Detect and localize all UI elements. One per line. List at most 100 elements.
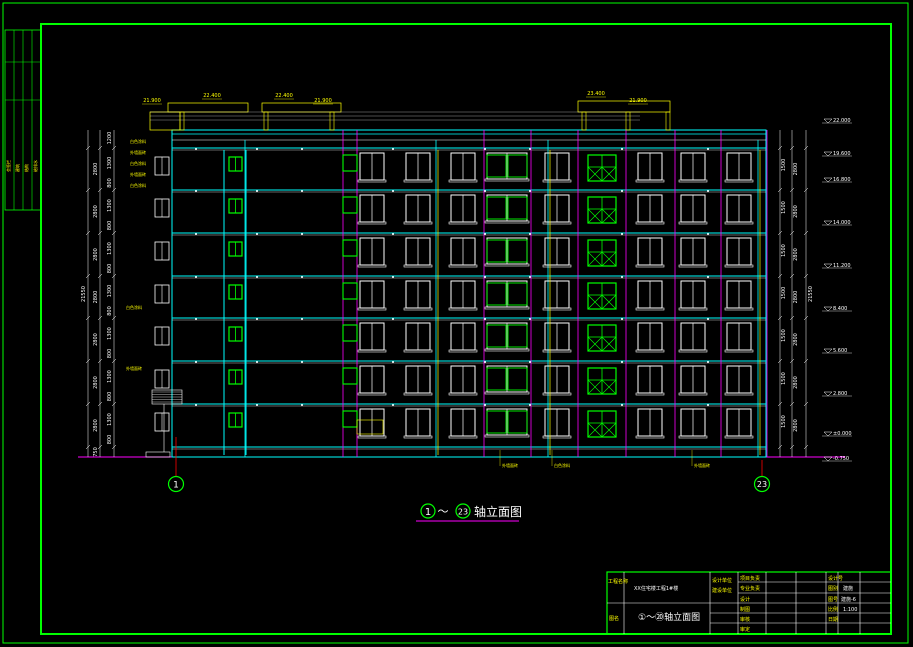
window-f5-6 bbox=[724, 365, 754, 396]
double-window-green-r bbox=[507, 239, 528, 263]
window-sill bbox=[357, 435, 387, 439]
anchor-dot bbox=[195, 404, 197, 406]
window-sill bbox=[357, 307, 387, 311]
double-window-green-r bbox=[507, 154, 528, 178]
balcony-x4 bbox=[601, 251, 617, 267]
window-f2-3 bbox=[542, 237, 572, 268]
window-sill bbox=[448, 392, 478, 396]
dim-tick bbox=[97, 145, 103, 151]
window-f1-2 bbox=[448, 194, 478, 225]
window-f0-0 bbox=[357, 152, 387, 183]
dim-right-window: 1500 bbox=[781, 244, 787, 257]
anchor-dot bbox=[195, 318, 197, 320]
dim-floor-height: 2800 bbox=[93, 419, 99, 432]
elev-triangle bbox=[823, 118, 833, 124]
anchor-dot bbox=[301, 318, 303, 320]
dim-tick bbox=[803, 315, 809, 321]
anchor-dot bbox=[707, 148, 709, 150]
dim-tick bbox=[111, 230, 117, 236]
window-sill bbox=[635, 179, 665, 183]
anchor-dot bbox=[195, 190, 197, 192]
dim-tick bbox=[789, 315, 795, 321]
window-sill bbox=[448, 349, 478, 353]
anchor-dot bbox=[256, 361, 258, 363]
facade-outline bbox=[171, 129, 767, 458]
anchor-dot bbox=[301, 361, 303, 363]
balcony-x2 bbox=[587, 166, 603, 182]
window-f0-1 bbox=[403, 152, 433, 183]
anchor-dot bbox=[301, 276, 303, 278]
dim-tick bbox=[777, 315, 783, 321]
tb-phase-label: 图别 bbox=[828, 585, 838, 592]
window-sill bbox=[724, 179, 754, 183]
anchor-dot bbox=[621, 148, 623, 150]
dim-right-floor: 2800 bbox=[793, 163, 799, 176]
dim-tick bbox=[803, 358, 809, 364]
dim-tick bbox=[111, 145, 117, 151]
bay-window-green bbox=[342, 239, 358, 257]
dim-tick bbox=[97, 187, 103, 193]
window-sill bbox=[635, 435, 665, 439]
elev-value: 5.600 bbox=[833, 348, 847, 354]
anchor-dot bbox=[484, 276, 486, 278]
window-f1-6 bbox=[724, 194, 754, 225]
tb-draw: 制图 bbox=[740, 606, 750, 613]
window-sill bbox=[635, 392, 665, 396]
note-left: 外墙面砖 bbox=[130, 149, 146, 155]
axis-label-left: 1 bbox=[173, 481, 179, 491]
dim-window-height: 1300 bbox=[107, 370, 113, 383]
anchor-dot bbox=[301, 233, 303, 235]
roof-post-3 bbox=[581, 111, 587, 131]
window-sill bbox=[357, 179, 387, 183]
window-sill bbox=[542, 221, 572, 225]
dim-tick bbox=[789, 444, 795, 450]
window-sill bbox=[635, 349, 665, 353]
dim-right-floor: 2800 bbox=[793, 333, 799, 346]
dim-tick bbox=[97, 230, 103, 236]
window-f5-3 bbox=[542, 365, 572, 396]
tb-number-label: 图号 bbox=[828, 597, 838, 603]
anchor-dot bbox=[529, 233, 531, 235]
balcony-x2 bbox=[587, 208, 603, 224]
window-f0-6 bbox=[724, 152, 754, 183]
window-f0-5 bbox=[678, 152, 708, 183]
double-window-green-r bbox=[507, 282, 528, 306]
anchor-dot bbox=[392, 148, 394, 150]
roof-level-label: 21.900 bbox=[143, 98, 161, 104]
roof-level-label: 21.900 bbox=[629, 98, 647, 104]
window-sill bbox=[448, 264, 478, 268]
window-sill bbox=[542, 264, 572, 268]
countersign-strip: 会签栏 建筑 结构 给排水 bbox=[4, 29, 42, 211]
tb-project-label: 工程名称 bbox=[608, 578, 628, 585]
balcony-x4 bbox=[601, 422, 617, 438]
anchor-dot bbox=[707, 233, 709, 235]
dim-right-floor: 2800 bbox=[793, 291, 799, 304]
axis-marker-right: 23 bbox=[753, 460, 771, 493]
dim-right-floor: 2800 bbox=[793, 248, 799, 261]
bay-window-green bbox=[342, 367, 358, 385]
double-window-green-l bbox=[486, 196, 507, 220]
anchor-dot bbox=[707, 361, 709, 363]
entrance-step bbox=[145, 451, 171, 458]
anchor-dot bbox=[707, 404, 709, 406]
roof-pergola-3 bbox=[577, 100, 671, 113]
dim-tick bbox=[85, 145, 91, 151]
tb-build-unit: 建设单位 bbox=[712, 587, 732, 594]
window-sill bbox=[403, 307, 433, 311]
window-f5-5 bbox=[678, 365, 708, 396]
window-sill bbox=[542, 392, 572, 396]
window-f6-2 bbox=[448, 408, 478, 439]
window-f1-0 bbox=[357, 194, 387, 225]
tb-number: 建施-6 bbox=[841, 596, 856, 603]
balcony-x4 bbox=[601, 294, 617, 310]
elev-triangle bbox=[823, 151, 833, 157]
roof-post-5 bbox=[665, 111, 671, 131]
window-f6-0 bbox=[357, 408, 387, 439]
window-sill bbox=[724, 307, 754, 311]
dim-right-window: 1500 bbox=[781, 287, 787, 300]
dim-tick bbox=[111, 315, 117, 321]
tb-design: 设计 bbox=[740, 596, 750, 603]
bay-window-green bbox=[342, 196, 358, 214]
anchor-dot bbox=[301, 148, 303, 150]
window-sill bbox=[357, 264, 387, 268]
